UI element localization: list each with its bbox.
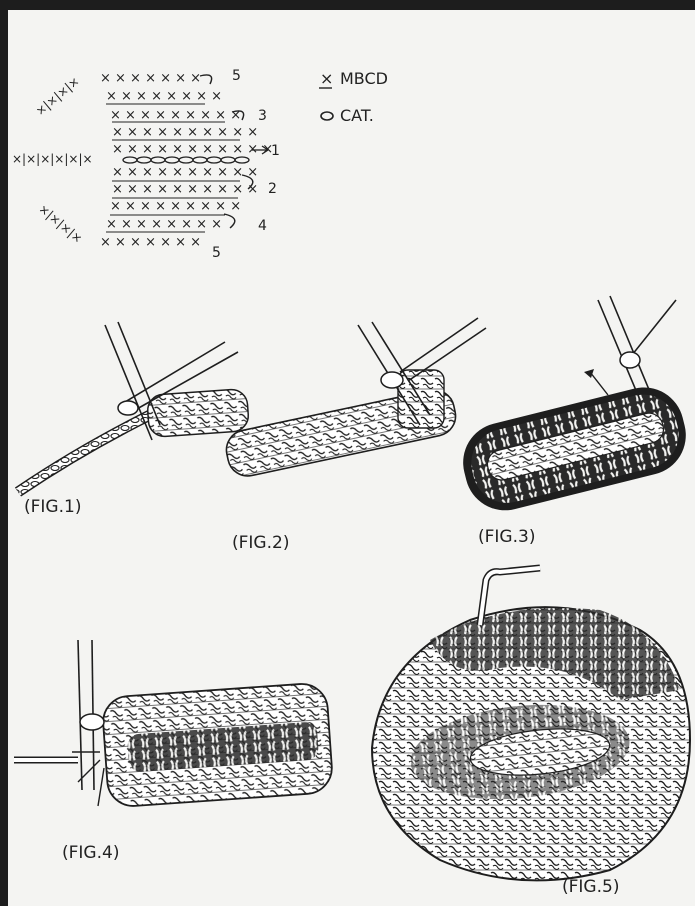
chart-fan-row: ×|×|×|× [36,202,85,246]
chart-row: × × × × × × × × × × [112,125,258,140]
legend-mbcd-symbol: × [320,69,333,88]
chart-row: × × × × × × × × [106,217,222,232]
chart-row: × × × × × × × × × × [112,182,258,197]
figure-2-label: (FIG.2) [232,533,289,553]
figure-5-illustration [372,568,690,880]
legend: × MBCD CAT. [319,69,388,125]
chart-row-number: 4 [258,218,267,234]
chart-row: × × × × × × × [100,235,201,250]
chart-row: × × × × × × × × × [110,199,241,214]
chart-row-number: 2 [268,181,277,197]
figure-3-illustration [455,296,695,519]
figure-3-label: (FIG.3) [478,527,535,547]
chart-row-number: 3 [258,108,267,124]
figure-2-illustration [223,318,486,480]
legend-cat-symbol [321,112,333,120]
chart-row-number: 1 [271,143,280,159]
chart-row: × × × × × × × [100,71,201,86]
legend-cat-label: CAT. [340,106,374,125]
figure-4-label: (FIG.4) [62,843,119,863]
legend-mbcd-label: MBCD [340,69,388,88]
chart-row-number: 5 [232,68,241,84]
chart-fan-row: ×|×|×|×|×|× [12,152,93,166]
figure-1-label: (FIG.1) [24,497,81,517]
figure-5-label: (FIG.5) [562,877,619,897]
chart-row: × × × × × × × × × × × [112,142,273,157]
chart-row: × × × × × × × × [106,89,222,104]
chart-fan-row: ×|×|×|× [33,74,82,118]
chart-row: × × × × × × × × × [110,108,241,123]
chart-row-number: 5 [212,245,221,261]
figure-1-illustration [18,322,249,492]
stitch-chart: × × × × × × × × × × × × × × × × × × × × … [12,68,280,261]
figure-4-illustration [14,640,334,808]
chart-row: × × × × × × × × × × [112,165,258,180]
